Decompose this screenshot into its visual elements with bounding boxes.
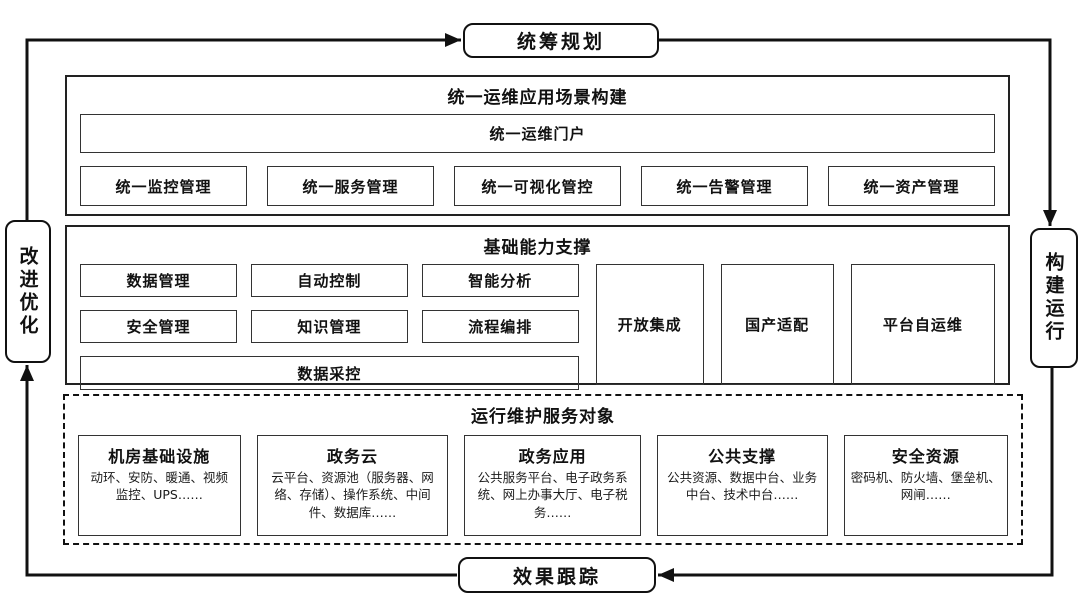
scenario-row: 统一监控管理 统一服务管理 统一可视化管控 统一告警管理 统一资产管理 bbox=[80, 166, 995, 206]
targets-row: 机房基础设施 动环、安防、暖通、视频监控、UPS…… 政务云 云平台、资源池（服… bbox=[78, 435, 1008, 536]
section-scenario: 统一运维应用场景构建 统一运维门户 统一监控管理 统一服务管理 统一可视化管控 … bbox=[65, 75, 1010, 216]
scenario-box-asset: 统一资产管理 bbox=[828, 166, 995, 206]
arrow-right-to-bottom bbox=[658, 368, 1054, 582]
section-scenario-title: 统一运维应用场景构建 bbox=[447, 88, 628, 108]
target-title: 公共支撑 bbox=[708, 447, 777, 466]
target-box-datacenter-infra: 机房基础设施 动环、安防、暖通、视频监控、UPS…… bbox=[78, 435, 241, 536]
capability-box-auto-control: 自动控制 bbox=[250, 264, 408, 297]
scenario-box-alerting: 统一告警管理 bbox=[641, 166, 808, 206]
target-desc: 密码机、防火墙、堡垒机、网闸…… bbox=[850, 470, 1001, 503]
target-title: 政务云 bbox=[327, 447, 379, 466]
target-title: 政务应用 bbox=[518, 447, 587, 466]
cycle-node-planning: 统筹规划 bbox=[463, 23, 659, 58]
pillar-domestic-adaptation: 国产适配 bbox=[720, 264, 834, 385]
target-box-gov-cloud: 政务云 云平台、资源池（服务器、网络、存储）、操作系统、中间件、数据库…… bbox=[256, 435, 449, 536]
unified-portal-box: 统一运维门户 bbox=[80, 114, 995, 153]
arrow-left-to-top bbox=[25, 33, 461, 221]
cycle-node-improve-optimize: 改进优化 bbox=[5, 220, 51, 363]
scenario-box-monitoring: 统一监控管理 bbox=[80, 166, 247, 206]
pillar-platform-self-ops: 平台自运维 bbox=[850, 264, 995, 385]
target-box-gov-applications: 政务应用 公共服务平台、电子政务系统、网上办事大厅、电子税务…… bbox=[464, 435, 641, 536]
target-desc: 公共资源、数据中台、业务中台、技术中台…… bbox=[667, 470, 818, 503]
target-desc: 云平台、资源池（服务器、网络、存储）、操作系统、中间件、数据库…… bbox=[271, 470, 434, 520]
capability-box-process-orchestration: 流程编排 bbox=[421, 310, 579, 343]
capability-box-security-mgmt: 安全管理 bbox=[80, 310, 237, 343]
target-title: 安全资源 bbox=[891, 447, 960, 466]
capability-grid-area: 数据管理 自动控制 智能分析 安全管理 知识管理 流程编排 数据采控 bbox=[80, 264, 579, 390]
cycle-node-build-run: 构建运行 bbox=[1030, 228, 1078, 368]
target-box-security-resources: 安全资源 密码机、防火墙、堡垒机、网闸…… bbox=[843, 435, 1008, 536]
section-targets-title: 运行维护服务对象 bbox=[471, 407, 615, 427]
arrow-top-to-right bbox=[659, 38, 1057, 226]
capability-box-data-mgmt: 数据管理 bbox=[80, 264, 237, 297]
target-title: 机房基础设施 bbox=[108, 447, 211, 466]
scenario-box-service: 统一服务管理 bbox=[267, 166, 434, 206]
capability-box-data-collection: 数据采控 bbox=[80, 356, 579, 390]
section-capability-title: 基础能力支撑 bbox=[483, 238, 592, 258]
section-capability: 基础能力支撑 数据管理 自动控制 智能分析 安全管理 知识管理 流程编排 数据采… bbox=[65, 225, 1010, 390]
cycle-node-effect-tracking: 效果跟踪 bbox=[458, 557, 656, 593]
capability-grid: 数据管理 自动控制 智能分析 安全管理 知识管理 流程编排 bbox=[80, 264, 579, 343]
section-targets: 运行维护服务对象 机房基础设施 动环、安防、暖通、视频监控、UPS…… 政务云 … bbox=[63, 394, 1023, 545]
capability-box-intelligent-analysis: 智能分析 bbox=[421, 264, 579, 297]
arrow-bottom-to-left bbox=[20, 365, 457, 577]
scenario-box-visualization: 统一可视化管控 bbox=[454, 166, 621, 206]
target-desc: 公共服务平台、电子政务系统、网上办事大厅、电子税务…… bbox=[477, 470, 628, 520]
pillar-open-integration: 开放集成 bbox=[595, 264, 704, 385]
capability-box-knowledge-mgmt: 知识管理 bbox=[250, 310, 408, 343]
target-box-public-support: 公共支撑 公共资源、数据中台、业务中台、技术中台…… bbox=[656, 435, 828, 536]
capability-body: 数据管理 自动控制 智能分析 安全管理 知识管理 流程编排 数据采控 开放集成 … bbox=[80, 264, 995, 390]
target-desc: 动环、安防、暖通、视频监控、UPS…… bbox=[90, 470, 229, 503]
